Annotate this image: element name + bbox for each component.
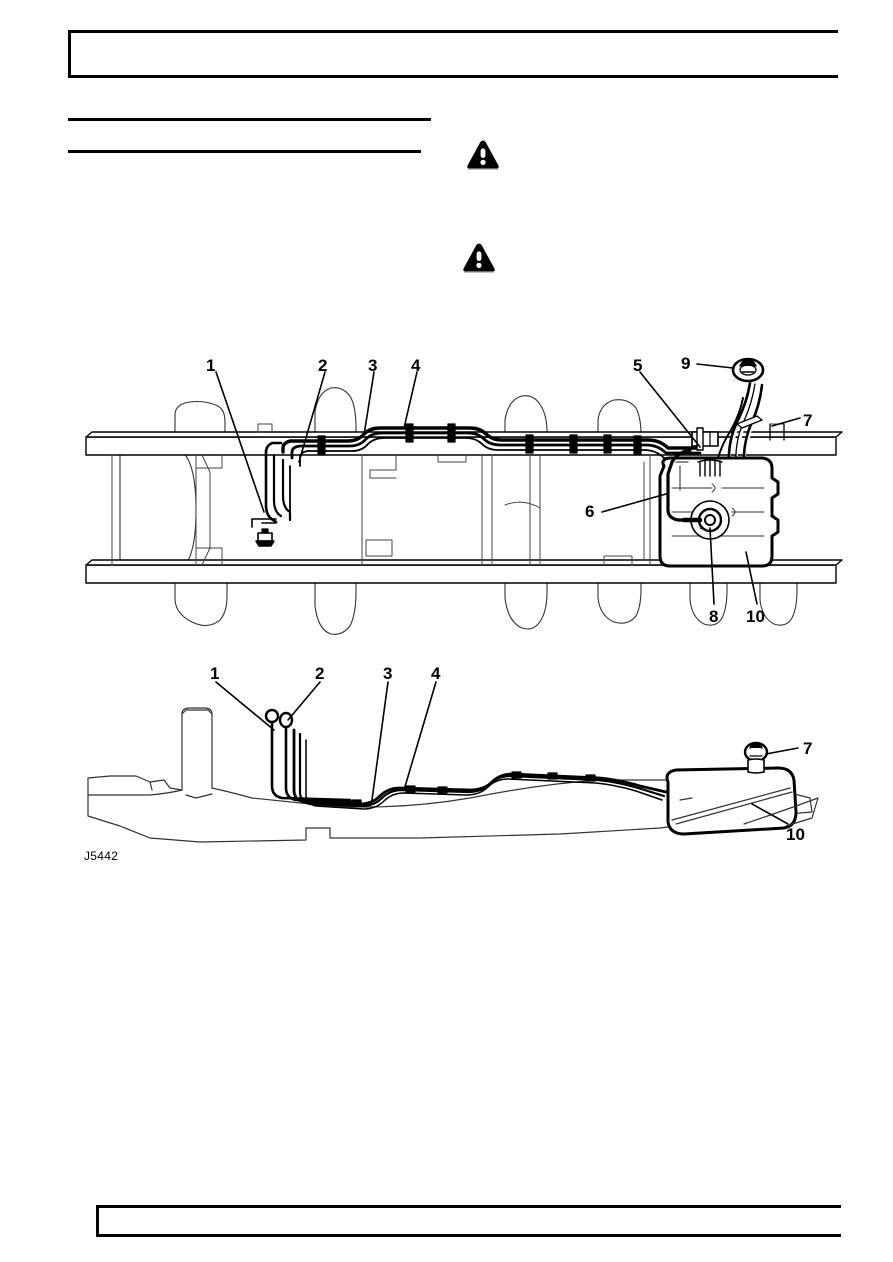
callout-4-side: 4 — [431, 664, 441, 683]
heading-rule-bottom — [68, 150, 421, 153]
page-header-box — [68, 30, 838, 78]
callout-3-side: 3 — [383, 664, 393, 683]
page-footer-box — [96, 1205, 841, 1237]
side-view-diagram — [87, 681, 819, 843]
fuel-tank-side-view — [665, 741, 819, 836]
callout-9: 9 — [681, 354, 691, 373]
top-view-diagram — [85, 357, 843, 635]
callout-10: 10 — [746, 607, 765, 626]
figure-reference-label: J5442 — [84, 849, 119, 863]
callout-3: 3 — [368, 356, 378, 375]
warning-triangle-icon — [466, 140, 500, 170]
callout-1-side: 1 — [210, 664, 220, 683]
callout-6: 6 — [585, 502, 595, 521]
callout-7: 7 — [803, 411, 813, 430]
callout-2-side: 2 — [315, 664, 325, 683]
callout-7-side: 7 — [803, 739, 813, 758]
callout-4: 4 — [411, 356, 421, 375]
fuel-tank-top-view — [658, 456, 780, 568]
callout-1: 1 — [206, 356, 216, 375]
callout-5: 5 — [633, 356, 643, 375]
warning-triangle-icon — [462, 243, 496, 273]
page-footer-text — [99, 1208, 841, 1214]
callout-2: 2 — [318, 356, 328, 375]
callout-10-side: 10 — [786, 825, 805, 844]
page-header-text — [71, 33, 838, 41]
heading-rule-top — [68, 118, 431, 121]
callout-8: 8 — [709, 607, 719, 626]
